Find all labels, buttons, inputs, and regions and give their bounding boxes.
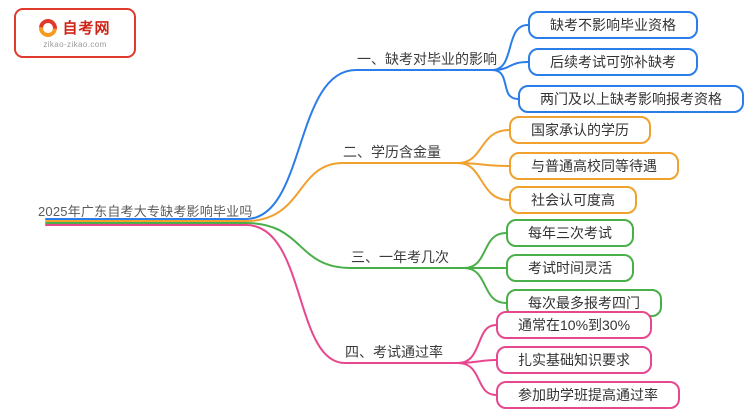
leaf-node-1-3[interactable]: 两门及以上缺考影响报考资格 [518, 85, 744, 113]
site-logo-icon [35, 14, 62, 41]
connector-leaf-3-3 [463, 267, 507, 304]
leaf-node-4-3[interactable]: 参加助学班提高通过率 [496, 381, 680, 409]
leaf-node-4-1[interactable]: 通常在10%到30% [496, 311, 653, 339]
site-logo-row: 自考网 [35, 14, 111, 41]
connector-branch-2 [45, 162, 459, 222]
connector-leaf-4-1 [457, 324, 497, 364]
site-url: zikao-zikao.com [43, 40, 107, 49]
connector-leaf-2-3 [457, 162, 510, 201]
leaf-node-2-1[interactable]: 国家承认的学历 [509, 116, 651, 144]
connector-leaf-3-1 [463, 232, 507, 269]
connector-leaf-1-3 [491, 69, 519, 100]
leaf-node-1-1[interactable]: 缺考不影响毕业资格 [528, 11, 698, 39]
central-topic[interactable]: 2025年广东自考大专缺考影响毕业吗 [38, 204, 253, 219]
leaf-node-3-1[interactable]: 每年三次考试 [506, 219, 634, 247]
leaf-node-4-2[interactable]: 扎实基础知识要求 [496, 346, 652, 374]
branch-node-1[interactable]: 一、缺考对毕业的影响 [357, 51, 497, 67]
connector-leaf-2-1 [457, 129, 510, 164]
leaf-node-2-2[interactable]: 与普通高校同等待遇 [509, 152, 679, 180]
branch-node-3[interactable]: 三、一年考几次 [351, 249, 449, 265]
leaf-node-2-3[interactable]: 社会认可度高 [509, 186, 637, 214]
connector-branch-3 [45, 222, 465, 269]
site-name: 自考网 [62, 20, 111, 37]
connector-leaf-4-3 [457, 362, 497, 396]
connector-branch-1 [45, 69, 493, 220]
branch-node-2[interactable]: 二、学历含金量 [343, 144, 441, 160]
connector-branch-4 [45, 224, 459, 364]
branch-node-4[interactable]: 四、考试通过率 [345, 344, 443, 360]
site-logo[interactable]: 自考网 zikao-zikao.com [14, 8, 136, 58]
connector-leaf-1-2 [491, 61, 529, 71]
leaf-node-1-2[interactable]: 后续考试可弥补缺考 [528, 48, 698, 76]
leaf-node-3-2[interactable]: 考试时间灵活 [506, 254, 634, 282]
